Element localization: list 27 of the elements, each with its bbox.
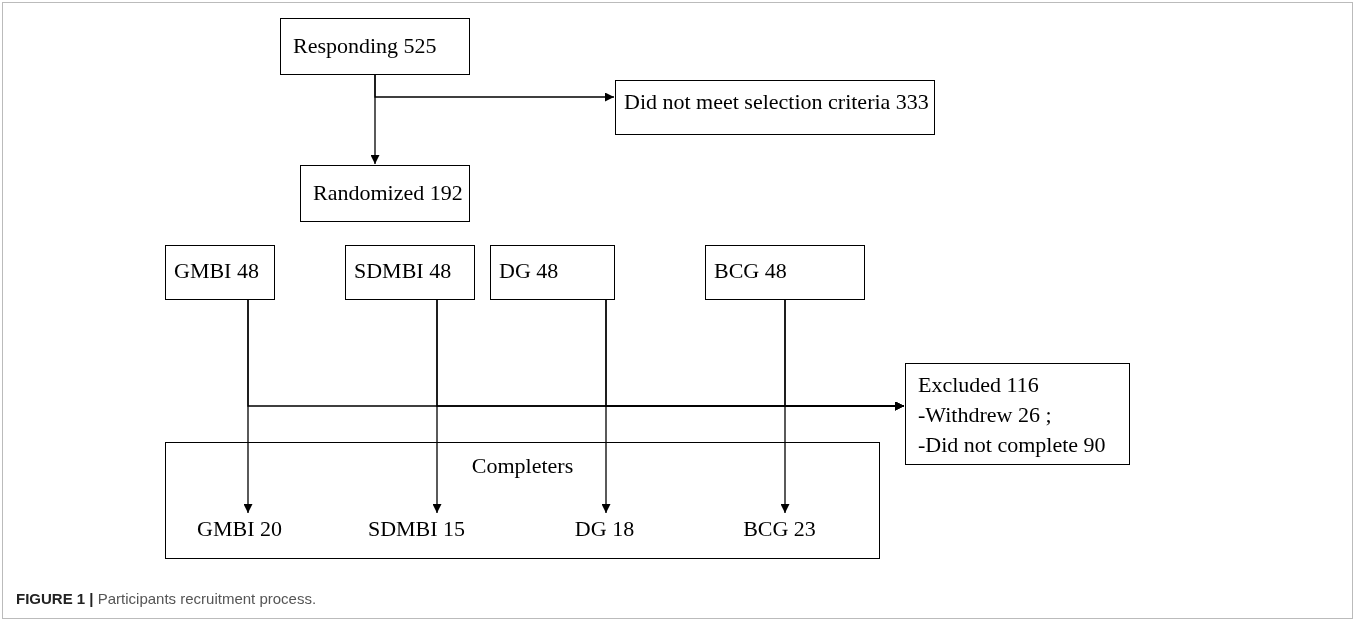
box-label: Excluded 116 — [918, 371, 1040, 399]
process-box — [905, 363, 1130, 465]
arrow — [370, 74, 380, 165]
box-note: -Did not complete 90 — [918, 431, 1107, 459]
process-box — [165, 442, 880, 559]
process-box — [705, 245, 865, 300]
arrow — [784, 299, 905, 411]
box-label: Randomized 192 — [313, 180, 464, 206]
box-label: Did not meet selection criteria 333 — [624, 89, 930, 115]
box-label: Responding 525 — [293, 33, 438, 59]
group-count-text: BCG 23 — [724, 513, 835, 544]
process-box — [490, 245, 615, 300]
process-box — [280, 18, 470, 75]
group-count-text: SDMBI 15 — [351, 513, 482, 544]
group-count-text: GMBI 20 — [179, 513, 300, 544]
group-count-text: DG 18 — [559, 513, 650, 544]
process-box — [345, 245, 475, 300]
process-box — [300, 165, 470, 222]
box-label: Completers — [470, 453, 575, 479]
figure-caption: FIGURE 1 | Participants recruitment process. — [16, 590, 317, 607]
box-label: DG 48 — [499, 258, 560, 284]
box-label: BCG 48 — [714, 258, 788, 284]
box-label: SDMBI 48 — [354, 258, 453, 284]
process-box — [165, 245, 275, 300]
box-note: -Withdrew 26 ; — [918, 401, 1053, 429]
process-box — [615, 80, 935, 135]
box-label: GMBI 48 — [174, 258, 260, 284]
